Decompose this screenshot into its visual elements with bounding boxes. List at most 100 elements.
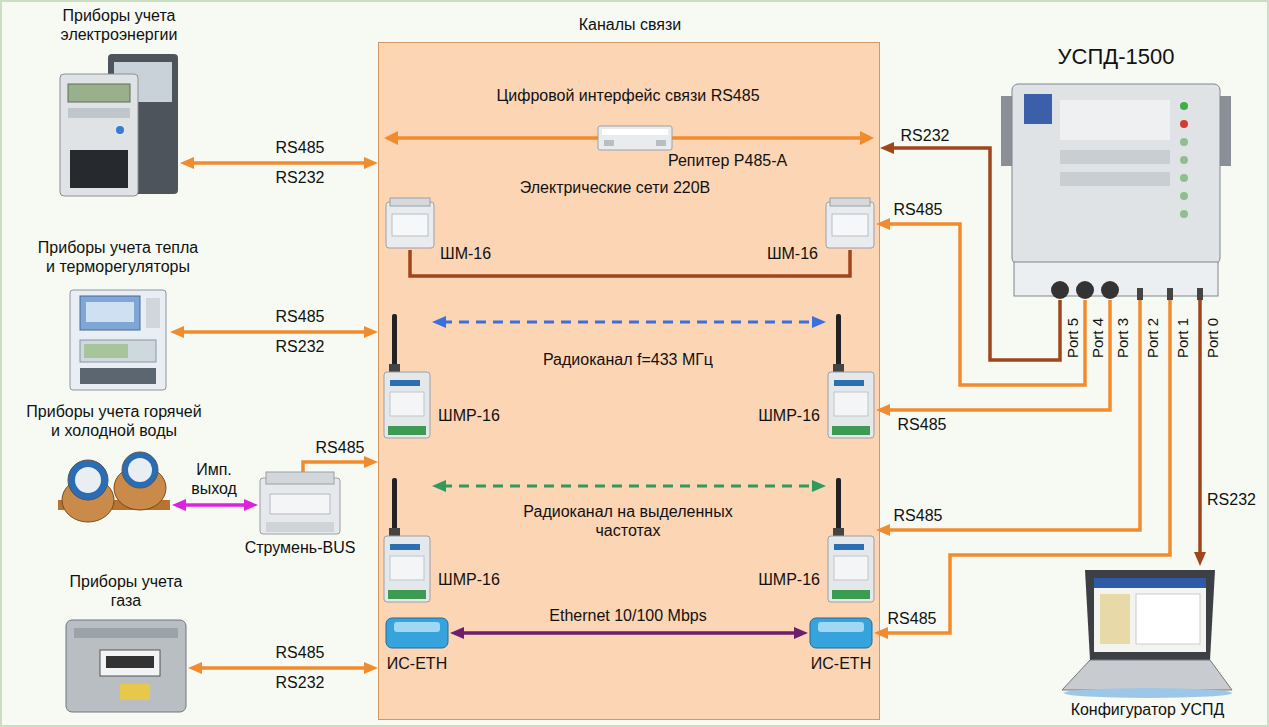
radio-modem-picture — [392, 478, 397, 532]
radio-modem-picture — [836, 478, 841, 532]
radio-modem-picture — [828, 536, 874, 602]
ethernet-converter-picture — [386, 618, 448, 648]
connector — [886, 300, 1110, 410]
connector — [1198, 300, 1202, 556]
gas-meter-picture — [66, 620, 186, 712]
laptop-picture — [1094, 578, 1206, 588]
node-label: Конфигуратор УСПД — [1071, 700, 1225, 719]
electricity-meter-picture — [68, 108, 130, 118]
radio-modem-picture — [384, 536, 430, 602]
ethernet-converter: ИС-ETH — [808, 616, 874, 650]
uspd-device-picture — [1060, 172, 1170, 186]
node-label: ИС-ETH — [387, 654, 447, 673]
node-label: Приборы учета горячей и холодной воды — [23, 402, 205, 440]
gas-meter-picture — [106, 656, 154, 668]
node-label: ШМР-16 — [758, 406, 820, 425]
edge-label: RS485 — [276, 138, 325, 157]
interface-label: RS232 — [276, 673, 325, 692]
connector — [198, 666, 368, 670]
node-label: Репитер Р485-А — [668, 151, 787, 170]
port-label: Port 3 — [1114, 318, 1132, 358]
port-label: Port 5 — [1064, 318, 1082, 358]
uspd-device-picture — [1001, 84, 1231, 300]
radio-modem-picture — [832, 590, 870, 599]
radio-modem: ШМР-16 — [826, 478, 876, 603]
radio-modem-picture — [832, 426, 870, 435]
edge-label: RS485 — [276, 307, 325, 326]
repeater-picture — [598, 126, 672, 150]
port-label: Port 1 — [1174, 318, 1192, 358]
pulse-converter-picture — [260, 472, 340, 534]
radio-modem-picture — [388, 590, 426, 599]
uspd-device-picture — [1167, 288, 1173, 300]
gas-meter: Приборы учета газа — [64, 618, 188, 714]
plc-modem-picture — [392, 214, 428, 236]
edge-label: Ethernet 10/100 Mbps — [549, 606, 706, 625]
plc-modem-picture — [830, 198, 870, 206]
node-label: УСПД-1500 — [1058, 44, 1175, 70]
connector — [303, 462, 368, 472]
radio-modem-picture — [834, 380, 864, 386]
heat-meter: Приборы учета тепла и терморегуляторы — [66, 288, 170, 392]
channel-caption: Радиоканал на выделенных частотах — [503, 502, 753, 540]
plc-modem-picture — [390, 198, 430, 206]
channel-panel-fill — [378, 42, 880, 720]
uspd-device-picture — [1180, 102, 1188, 110]
connector — [890, 148, 1060, 360]
edge-label: RS485 — [888, 609, 937, 628]
radio-modem-picture — [388, 426, 426, 435]
radio-modem-picture — [833, 528, 844, 536]
radio-modem-picture — [390, 556, 424, 580]
uspd-device-picture — [1180, 210, 1188, 218]
port-label: Port 2 — [1144, 318, 1162, 358]
uspd-device-picture — [1197, 288, 1203, 300]
plc-modem: ШМ-16 — [824, 198, 876, 250]
water-meter-picture — [128, 458, 152, 482]
node-label: ШМ-16 — [440, 244, 491, 263]
edge-label: RS485 — [316, 438, 365, 457]
configurator-laptop: Конфигуратор УСПД — [1060, 566, 1235, 698]
channel-caption: Радиоканал f=433 МГц — [543, 350, 713, 369]
ethernet-converter-picture — [810, 618, 872, 648]
pulse-converter: Струмень-BUS — [258, 472, 342, 536]
uspd-device-picture — [1060, 150, 1170, 164]
heat-meter-picture — [80, 368, 156, 384]
uspd-device-picture — [1101, 281, 1119, 299]
uspd-device-picture — [1024, 94, 1052, 124]
gas-meter-picture — [100, 650, 160, 676]
heat-meter-picture — [70, 290, 166, 390]
radio-modem-picture — [836, 314, 841, 368]
water-meter-picture — [68, 460, 108, 500]
electricity-meter-picture — [70, 150, 128, 188]
node-label: Приборы учета газа — [61, 572, 191, 610]
heat-meter-picture — [70, 290, 166, 390]
repeater-picture — [598, 126, 672, 150]
node-label: ШМ-16 — [767, 244, 818, 263]
edge-label: RS232 — [901, 126, 950, 145]
radio-modem-picture — [390, 380, 420, 386]
edge-label: RS485 — [276, 643, 325, 662]
node-label: Каналы связи — [579, 15, 682, 34]
heat-meter-picture — [80, 296, 140, 330]
radio-modem-picture — [834, 544, 864, 550]
water-meter: Приборы учета горячей и холодной воды — [56, 450, 172, 532]
repeater: Репитер Р485-А — [598, 126, 672, 150]
ethernet-converter-picture — [818, 622, 864, 632]
gas-meter-picture — [120, 684, 150, 700]
node-label: ШМР-16 — [438, 570, 500, 589]
channel-panel-fill — [378, 42, 880, 720]
radio-modem-picture — [384, 372, 430, 438]
node-label: Струмень-BUS — [245, 538, 356, 557]
rs485-bus-line — [384, 131, 398, 145]
interface-label: RS232 — [276, 168, 325, 187]
node-label: Приборы учета тепла и терморегуляторы — [34, 238, 202, 276]
uspd-device-picture — [1180, 156, 1188, 164]
edge-label: RS232 — [1207, 490, 1256, 509]
radio-modem: ШМР-16 — [382, 478, 432, 603]
water-meter-picture — [122, 452, 158, 488]
repeater-picture — [602, 129, 668, 135]
node-label: Приборы учета электроэнергии — [39, 6, 199, 44]
laptop-picture — [1062, 570, 1232, 698]
uspd-device-picture — [1137, 288, 1143, 300]
